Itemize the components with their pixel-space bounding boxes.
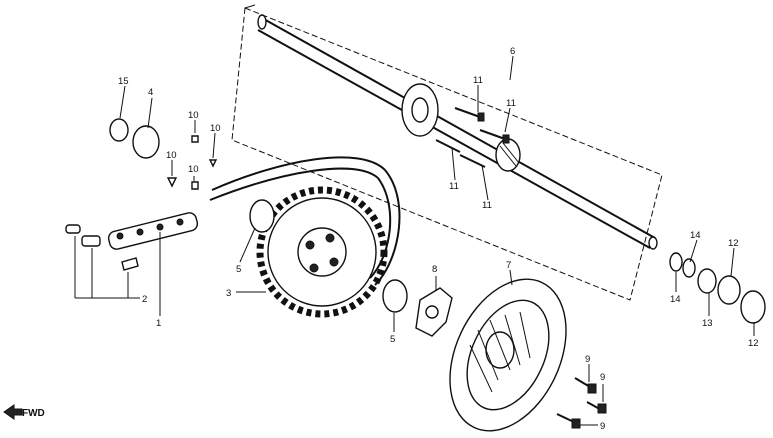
- callout-10-c: 10: [166, 150, 177, 161]
- callout-10-b: 10: [210, 123, 221, 134]
- axle-assembly: [231, 4, 663, 301]
- drive-chain: [65, 156, 401, 286]
- fwd-arrow-icon: [3, 404, 23, 420]
- pin-10-c: [166, 177, 178, 188]
- pin-10-a: [191, 135, 199, 143]
- callout-10-a: 10: [188, 110, 199, 121]
- callout-11-b: 11: [506, 98, 516, 109]
- callout-labels: 1 2 3 4 5 5 6 7 8 9 9 9 10 10 10 10 11 1…: [118, 46, 759, 432]
- fwd-indicator: FWD: [3, 404, 45, 420]
- callout-13: 13: [702, 318, 713, 329]
- callout-7: 7: [506, 260, 511, 271]
- callout-9-c: 9: [600, 421, 605, 432]
- callout-12-b: 12: [748, 338, 759, 349]
- bolts-9: [556, 377, 607, 429]
- fwd-label: FWD: [22, 408, 45, 419]
- bearing-12-a: [717, 275, 741, 305]
- callout-4: 4: [148, 87, 153, 98]
- callout-15: 15: [118, 76, 129, 87]
- clip-15: [109, 118, 129, 142]
- rear-sprocket: [256, 186, 388, 318]
- callout-14-a: 14: [690, 230, 701, 241]
- callout-3: 3: [226, 288, 231, 299]
- callout-12-a: 12: [728, 238, 739, 249]
- snap-ring-5-left: [249, 199, 275, 233]
- oring-14-a: [669, 252, 683, 272]
- snap-ring-5-right: [382, 279, 408, 313]
- callout-2: 2: [142, 294, 147, 305]
- callout-1: 1: [156, 318, 161, 329]
- callout-10-d: 10: [188, 164, 199, 175]
- master-link: [107, 212, 199, 250]
- oring-14-b: [682, 258, 696, 278]
- callout-11-a: 11: [473, 75, 483, 86]
- callout-14-b: 14: [670, 294, 681, 305]
- callout-8: 8: [432, 264, 437, 275]
- bearing-12-b: [740, 290, 766, 324]
- callout-5-left: 5: [236, 264, 241, 275]
- brake-disc: [449, 278, 567, 432]
- callout-5-right: 5: [390, 334, 395, 345]
- callout-9-b: 9: [600, 372, 605, 383]
- leader-lines: [74, 55, 755, 426]
- seal-13: [697, 268, 717, 294]
- callout-11-d: 11: [482, 200, 492, 211]
- callout-6: 6: [510, 46, 515, 57]
- callout-11-c: 11: [449, 181, 459, 192]
- callout-9-a: 9: [585, 354, 590, 365]
- pin-10-d: [191, 181, 199, 190]
- pin-10-b: [208, 159, 218, 168]
- washer-4: [132, 125, 160, 159]
